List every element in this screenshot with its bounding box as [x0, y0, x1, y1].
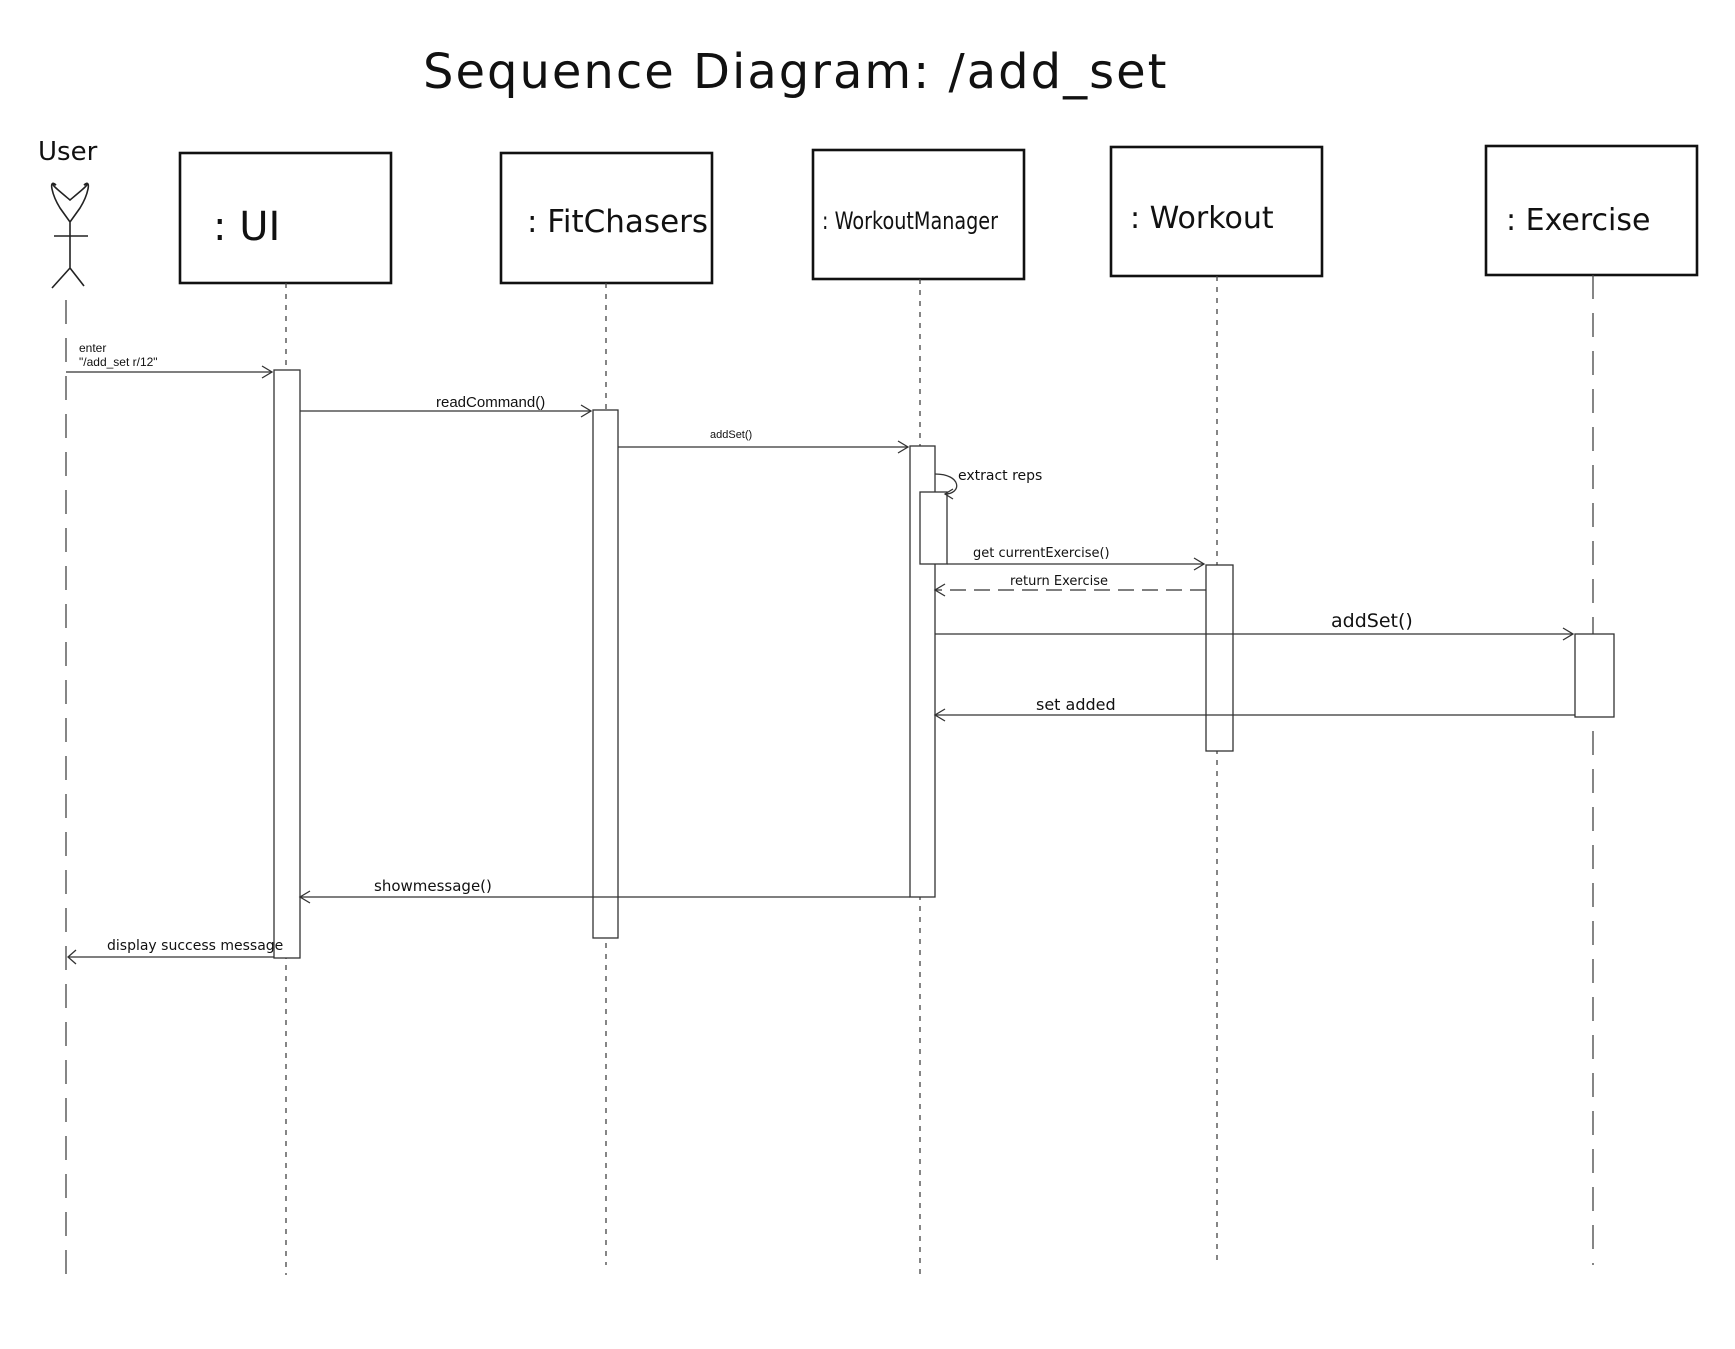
message-extract-reps-label: extract reps: [958, 468, 1042, 484]
message-show-message-label: showmessage(): [374, 877, 492, 895]
message-show-message: showmessage(): [298, 877, 910, 904]
user-actor-label: User: [38, 137, 98, 167]
participant-fitchasers: : FitChasers: [499, 151, 714, 285]
message-return-exercise-label: return Exercise: [1010, 574, 1108, 589]
message-add-set-1: addSet(): [618, 429, 910, 454]
activation-fitchasers: [592, 409, 619, 939]
activation-ui: [273, 369, 301, 959]
message-read-command-label: readCommand(): [436, 394, 545, 411]
participant-ui: : UI: [178, 151, 393, 285]
message-get-current-exercise-label: get currentExercise(): [973, 546, 1110, 561]
participant-workoutmanager: : WorkoutManager: [811, 148, 1026, 281]
participant-exercise-label: : Exercise: [1506, 203, 1650, 238]
message-enter-label-line2: "/add_set r/12": [79, 355, 158, 369]
diagram-title: Sequence Diagram: /add_set: [423, 44, 1168, 100]
participant-workout-box: [1109, 145, 1324, 278]
participant-exercise: : Exercise: [1484, 144, 1699, 277]
participant-ui-box: [178, 151, 393, 285]
participant-workoutmanager-box: [811, 148, 1026, 281]
activation-workout: [1205, 564, 1234, 752]
participant-ui-label: : UI: [213, 204, 280, 250]
participant-workout-label: : Workout: [1130, 201, 1274, 236]
message-extract-reps: extract reps: [934, 468, 1042, 500]
participant-fitchasers-box: [499, 151, 714, 285]
message-return-exercise: return Exercise: [933, 574, 1206, 597]
message-enter-label-line1: enter: [79, 341, 106, 355]
user-stick-figure-icon: [50, 182, 90, 289]
message-read-command: readCommand(): [300, 394, 593, 418]
message-set-added-label: set added: [1036, 695, 1116, 714]
message-add-set-2: addSet(): [935, 610, 1575, 641]
message-get-current-exercise: get currentExercise(): [947, 546, 1206, 571]
participant-workoutmanager-label: : WorkoutManager: [822, 207, 998, 235]
participant-fitchasers-label: : FitChasers: [527, 204, 708, 240]
participant-exercise-box: [1484, 144, 1699, 277]
message-enter: enter "/add_set r/12": [66, 341, 274, 379]
message-add-set-1-label: addSet(): [710, 429, 752, 441]
message-set-added: set added: [933, 695, 1575, 722]
activation-workoutmanager-self: [919, 491, 948, 565]
message-display-success-label: display success message: [107, 938, 283, 954]
message-add-set-2-label: addSet(): [1331, 610, 1413, 632]
activation-exercise: [1574, 633, 1615, 718]
user-actor: User: [38, 137, 98, 289]
message-display-success: display success message: [67, 938, 283, 965]
participant-workout: : Workout: [1109, 145, 1324, 278]
